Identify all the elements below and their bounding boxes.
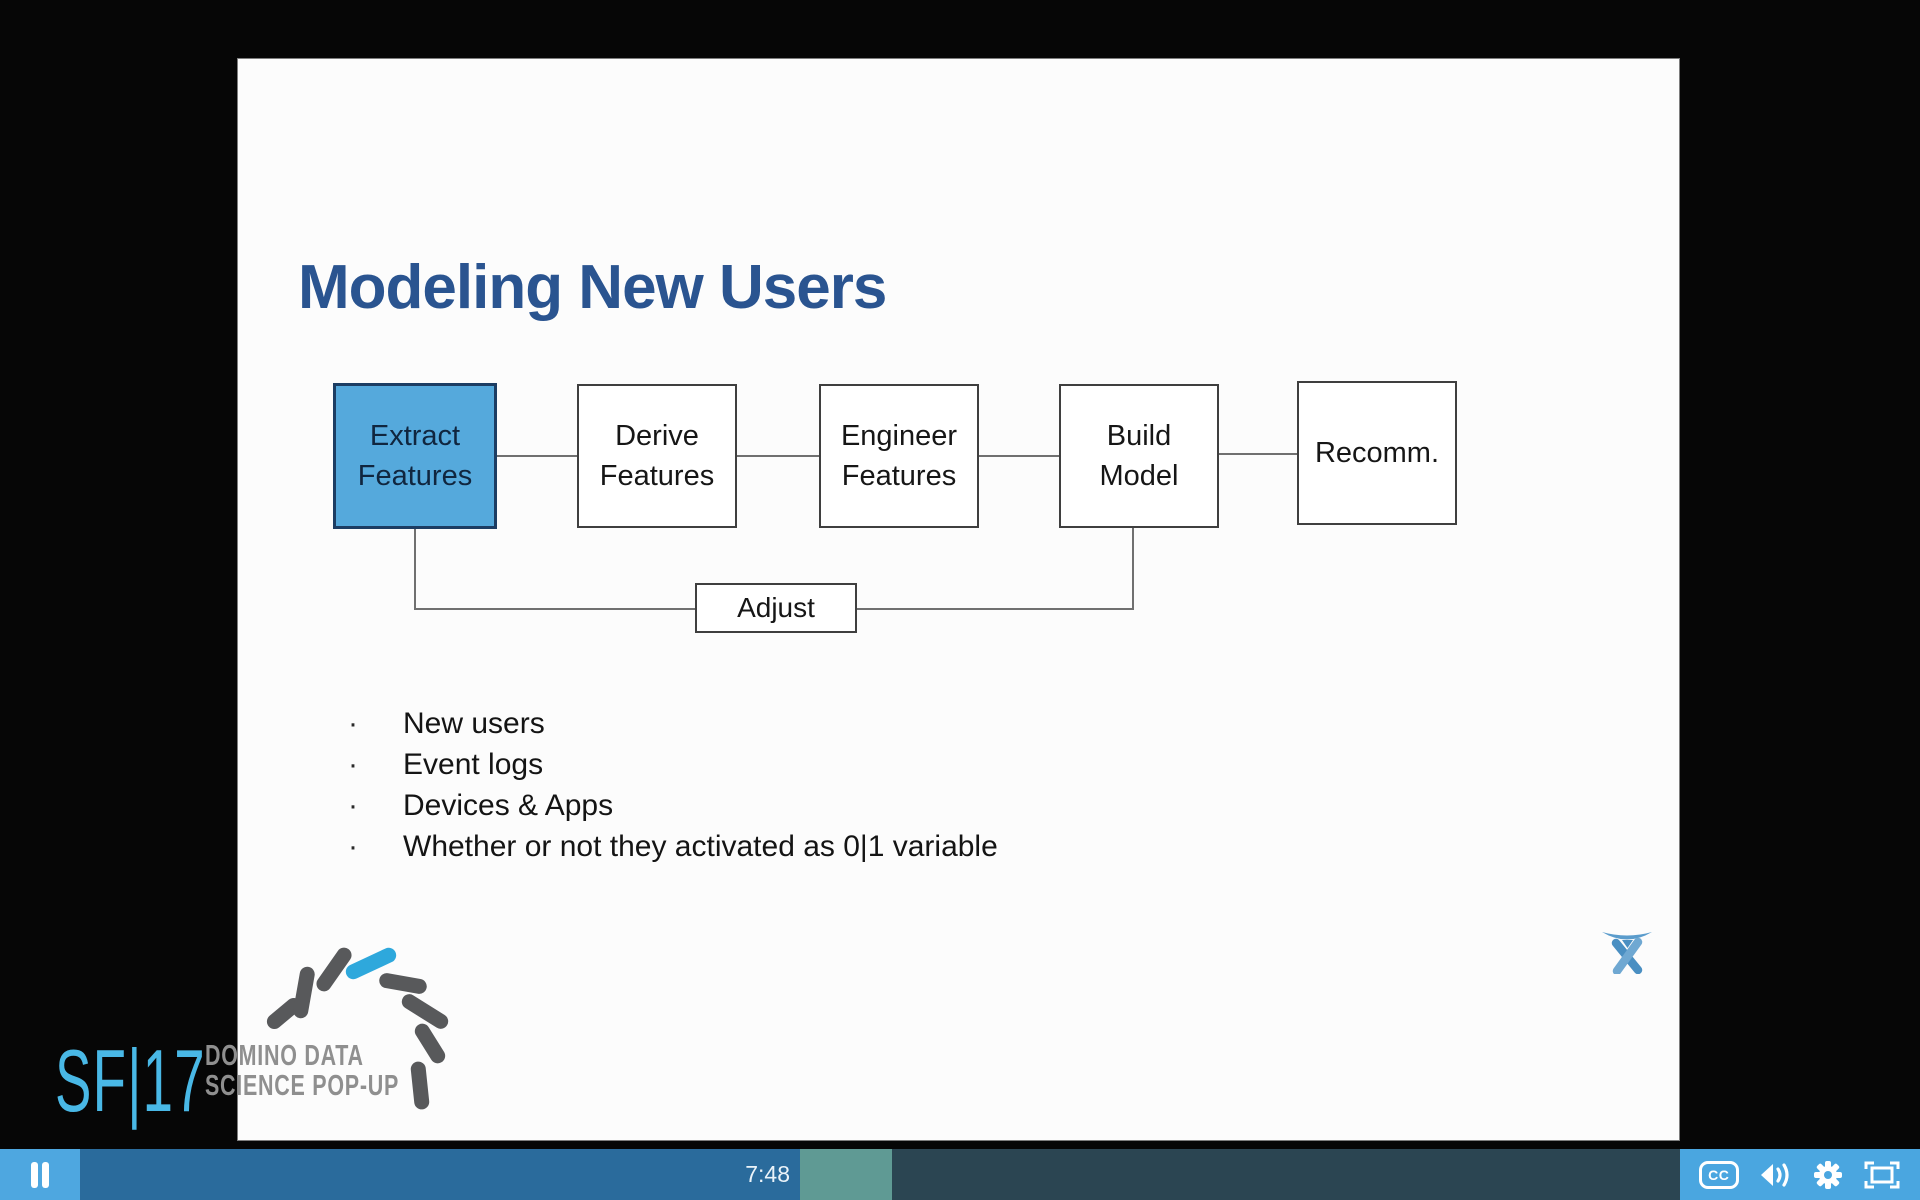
flowchart-connector — [497, 455, 577, 457]
flowchart-feedback-line — [857, 608, 1134, 610]
event-code: SF|17 — [55, 1031, 206, 1130]
atlassian-logo-icon — [1599, 926, 1656, 979]
flowchart-box-label: Extract Features — [357, 420, 473, 492]
seekbar-buffered[interactable] — [800, 1149, 892, 1200]
bullet-text: New users — [403, 707, 545, 740]
flowchart-box-build-model: Build Model — [1059, 384, 1219, 528]
player-control-bar[interactable]: 7:48 CC — [0, 1149, 1920, 1200]
flowchart-feedback-line — [414, 529, 416, 610]
flowchart-feedback-line — [414, 608, 695, 610]
cc-icon: CC — [1698, 1160, 1739, 1189]
bullet-text: Whether or not they activated as 0|1 var… — [403, 830, 998, 863]
flowchart-box-adjust: Adjust — [695, 583, 857, 633]
flowchart-connector — [1219, 453, 1297, 455]
bullet-icon: · — [348, 707, 358, 740]
flowchart-box-label: Derive Features — [599, 420, 715, 492]
bullet-icon: · — [348, 748, 358, 781]
bullet-text: Devices & Apps — [403, 789, 614, 822]
pause-icon — [31, 1161, 38, 1188]
flowchart-box-label: Build Model — [1099, 420, 1179, 492]
current-time: 7:48 — [745, 1161, 790, 1187]
cc-label: CC — [1708, 1166, 1730, 1183]
slide-title: Modeling New Users — [298, 253, 887, 322]
list-item: · Whether or not they activated as 0|1 v… — [348, 830, 998, 871]
fullscreen-icon — [1864, 1161, 1900, 1188]
flowchart-box-label: Recomm. — [1314, 437, 1440, 469]
flowchart-box-extract-features: Extract Features — [333, 383, 497, 529]
video-frame-slide[interactable]: Modeling New Users Extract Features Deri… — [237, 58, 1680, 1141]
gear-icon — [1814, 1160, 1843, 1189]
settings-button[interactable] — [1812, 1159, 1844, 1191]
bullet-text: Event logs — [403, 748, 544, 781]
list-item: · Devices & Apps — [348, 789, 998, 830]
flowchart-box-label: Adjust — [737, 592, 815, 623]
fullscreen-button[interactable] — [1863, 1160, 1901, 1190]
flowchart-box-recommendation: Recomm. — [1297, 381, 1457, 525]
pause-icon — [42, 1161, 49, 1188]
flowchart-box-engineer-features: Engineer Features — [819, 384, 979, 528]
flowchart-box-derive-features: Derive Features — [577, 384, 737, 528]
volume-icon — [1760, 1162, 1789, 1187]
volume-button[interactable] — [1758, 1160, 1794, 1190]
pause-button[interactable] — [0, 1149, 80, 1200]
list-item: · New users — [348, 707, 998, 748]
flowchart-feedback-line — [1132, 528, 1134, 610]
flowchart-connector — [737, 455, 819, 457]
bullet-icon: · — [348, 830, 358, 863]
player-controls-group: CC — [1680, 1149, 1920, 1200]
closed-captions-button[interactable]: CC — [1698, 1160, 1739, 1189]
list-item: · Event logs — [348, 748, 998, 789]
bullet-icon: · — [348, 789, 358, 822]
flowchart-box-label: Engineer Features — [840, 420, 958, 492]
flowchart-connector — [979, 455, 1059, 457]
seekbar-played[interactable] — [80, 1149, 800, 1200]
bullet-list: · New users · Event logs · Devices & App… — [348, 707, 998, 871]
